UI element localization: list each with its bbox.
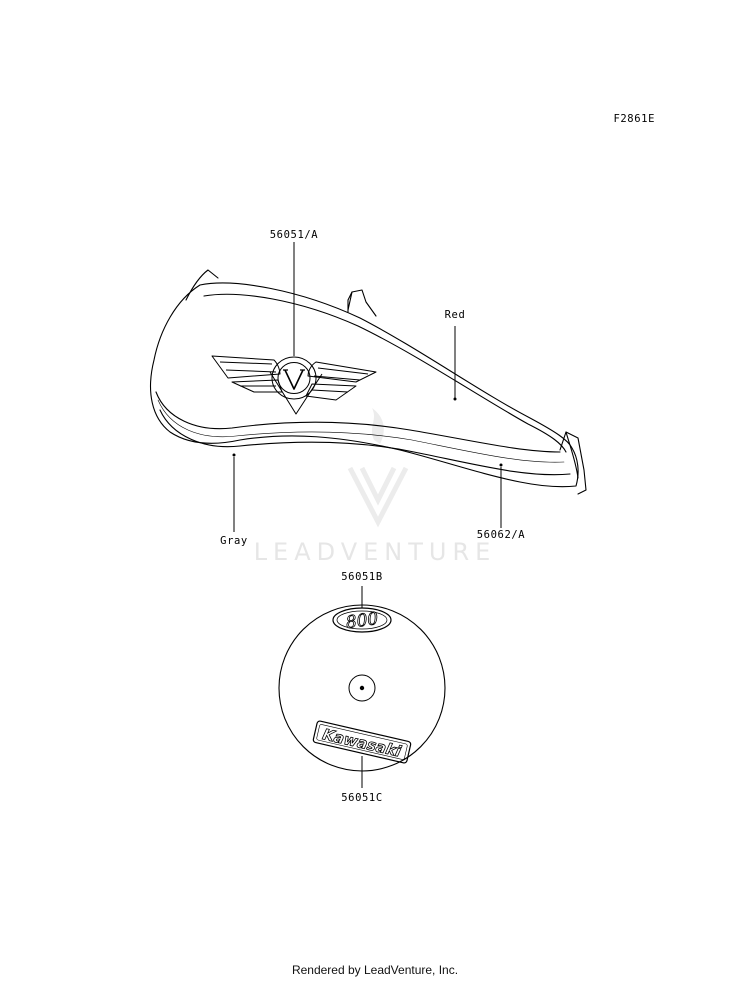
footer-credit: Rendered by LeadVenture, Inc. [291, 963, 459, 977]
callout-tank-emblem: 56051/A [270, 229, 319, 356]
watermark-text: LEADVENTURE [254, 538, 497, 566]
callout-label-56051c: 56051C [341, 792, 383, 804]
winged-v-emblem-icon [211, 355, 377, 415]
callout-cap-top: 56051B [341, 571, 383, 608]
callout-label-56062-a: 56062/A [477, 529, 526, 541]
fuel-tank-illustration [149, 269, 587, 495]
callout-cap-bottom: 56051C [341, 756, 383, 804]
callout-label-red: Red [445, 309, 466, 321]
watermark: LEADVENTURE [254, 408, 497, 566]
figure-code: F2861E [613, 113, 655, 125]
callout-label-56051-a: 56051/A [270, 229, 319, 241]
callout-tank-stripe: 56062/A [477, 463, 526, 541]
tank-cap-disc-illustration: 800 Kawasaki [278, 604, 446, 772]
badge-800: 800 [332, 607, 392, 634]
callout-tank-color: Red [445, 309, 466, 401]
callout-stripe-color: Gray [220, 453, 248, 547]
badge-800-text: 800 [345, 609, 380, 633]
callout-label-gray: Gray [220, 535, 248, 547]
callout-label-56051b: 56051B [341, 571, 383, 583]
